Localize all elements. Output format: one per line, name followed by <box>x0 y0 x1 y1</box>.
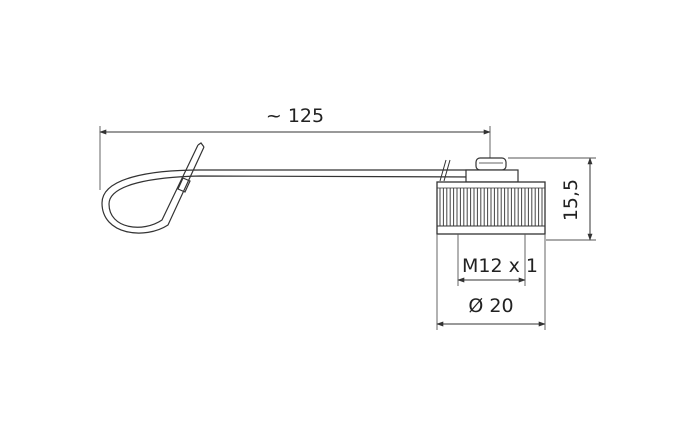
strap <box>101 142 479 234</box>
cap-knurling <box>439 188 543 226</box>
strap-tip <box>197 142 205 148</box>
height-label: 15,5 <box>560 179 582 221</box>
thread-dimension: M12 x 1 <box>457 234 538 286</box>
cap-neck <box>465 169 519 183</box>
thread-label: M12 x 1 <box>462 255 538 277</box>
strap-loop-outer <box>101 146 478 234</box>
break-mark <box>439 159 451 182</box>
strap-sleeve <box>177 177 191 193</box>
height-dimension: 15,5 <box>508 157 596 241</box>
cap-boss <box>475 157 507 171</box>
strap-loop-inner <box>108 144 479 228</box>
protective-cap <box>436 157 546 235</box>
diameter-dimension: Ø 20 <box>436 234 546 330</box>
diameter-label: Ø 20 <box>468 295 513 317</box>
length-label: ~ 125 <box>266 105 324 127</box>
length-dimension: ~ 125 <box>99 105 491 190</box>
